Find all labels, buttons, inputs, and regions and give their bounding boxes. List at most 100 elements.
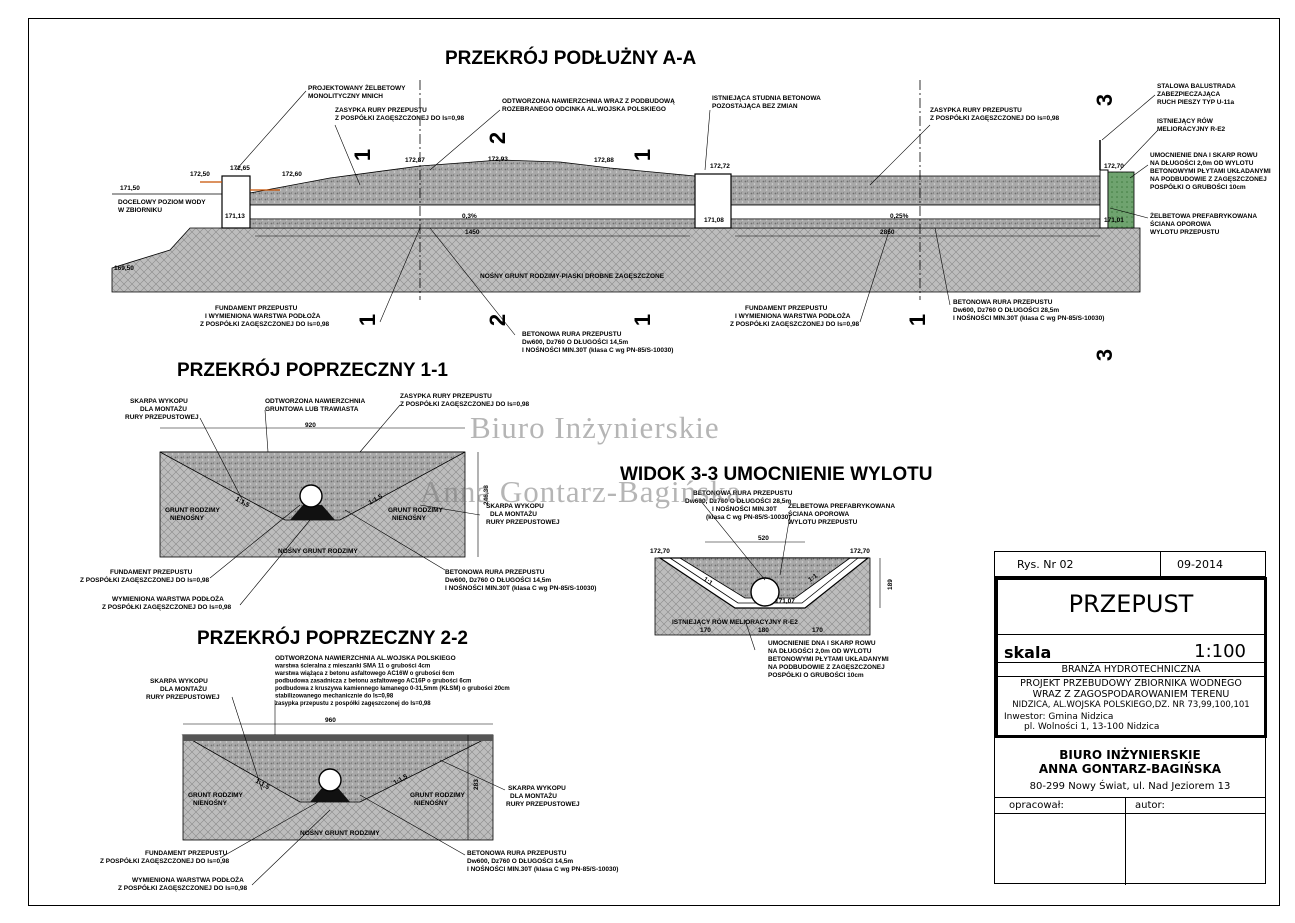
title-section-22: PRZEKRÓJ POPRZECZNY 2-2 bbox=[197, 628, 468, 649]
s22-label-surface: ODTWORZONA NAWIERZCHNIA AL.WOJSKA POLSKI… bbox=[274, 655, 510, 707]
aa-ditch-lining bbox=[1107, 171, 1135, 229]
aa-slope-1: 0,3% bbox=[462, 213, 477, 220]
aa-elev-e7: 172,72 bbox=[710, 163, 730, 170]
watermark-line-1: Biuro Inżynierskie bbox=[470, 410, 720, 445]
title-block: Rys. Nr 02 09-2014 PRZEPUST skala 1:100 … bbox=[994, 551, 1267, 885]
aa-elev-e3: 172,60 bbox=[282, 171, 302, 178]
aa-cut-1b-bottom: 1 bbox=[630, 314, 655, 326]
aa-foundation bbox=[224, 218, 1106, 229]
aa-cut-3-top: 3 bbox=[1092, 94, 1117, 106]
aa-cut-3-bottom: 3 bbox=[1092, 349, 1117, 361]
s22-pipe bbox=[318, 768, 342, 792]
aa-cut-1c-bottom: 1 bbox=[905, 314, 930, 326]
w33-elev-left: 172,70 bbox=[650, 548, 670, 555]
s22-label-bearing-soil: NOŚNY GRUNT RODZIMY bbox=[300, 828, 380, 837]
s11-foundation bbox=[290, 505, 335, 520]
tb-date: 09-2014 bbox=[1177, 558, 1223, 571]
w33-dim: 520 bbox=[758, 535, 769, 542]
aa-elev-e13: 169,50 bbox=[114, 265, 134, 272]
section-22: ODTWORZONA NAWIERZCHNIA AL.WOJSKA POLSKI… bbox=[100, 655, 618, 892]
w33-elev-right: 172,70 bbox=[850, 548, 870, 555]
aa-existing-well bbox=[694, 173, 732, 229]
aa-pipe bbox=[244, 204, 1106, 220]
title-view-33: WIDOK 3-3 UMOCNIENIE WYLOTU bbox=[620, 464, 933, 485]
s11-label-bearing-soil: NOŚNY GRUNT RODZIMY bbox=[278, 546, 358, 555]
aa-elev-e12: 171,01 bbox=[1104, 217, 1124, 224]
tb-prepared-by: opracował: bbox=[1009, 800, 1064, 811]
tb-scale-label: skala bbox=[1004, 643, 1052, 662]
aa-cut-2-bottom: 2 bbox=[485, 314, 510, 326]
aa-elev-e1: 172,50 bbox=[190, 171, 210, 178]
w33-slope-left: 1:1 bbox=[702, 576, 714, 587]
tb-main-box: PRZEPUST skala 1:100 BRANŻA HYDROTECHNIC… bbox=[995, 577, 1267, 738]
title-section-aa: PRZEKRÓJ PODŁUŻNY A-A bbox=[445, 48, 697, 69]
aa-dim-1: 1450 bbox=[465, 229, 480, 236]
aa-elev-e11: 171,08 bbox=[704, 217, 724, 224]
tb-address: 80-299 Nowy Świat, ul. Nad Jeziorem 13 bbox=[1029, 781, 1231, 792]
tb-drawing-number: Rys. Nr 02 bbox=[1017, 558, 1074, 571]
aa-slope-2: 0,25% bbox=[890, 213, 909, 220]
s22-foundation bbox=[310, 788, 350, 802]
aa-elev-e4: 172,87 bbox=[405, 157, 425, 164]
aa-dim-2: 2850 bbox=[880, 229, 895, 236]
w33-dim-1: 170 bbox=[700, 627, 711, 634]
aa-cut-1b-top: 1 bbox=[630, 149, 655, 161]
aa-backfill bbox=[249, 159, 1101, 206]
title-section-11: PRZEKRÓJ POPRZECZNY 1-1 bbox=[177, 360, 448, 381]
w33-dim-3: 170 bbox=[812, 627, 823, 634]
aa-elev-e5: 172,93 bbox=[488, 156, 508, 163]
aa-native-soil bbox=[111, 227, 1141, 293]
aa-elev-e8: 172,70 bbox=[1104, 163, 1124, 170]
aa-label-surface: ODTWORZONA NAWIERZCHNIA WRAZ Z PODBUDOWĄ… bbox=[502, 98, 675, 113]
aa-cut-1-top: 1 bbox=[350, 149, 375, 161]
tb-discipline: BRANŻA HYDROTECHNICZNA bbox=[1061, 664, 1201, 675]
s22-asphalt-layers bbox=[183, 735, 493, 741]
section-aa: 1 2 1 3 1 2 1 1 3 PROJEKTOWANY ŻELBETOWY… bbox=[111, 80, 1271, 361]
tb-drawing-name: PRZEPUST bbox=[1068, 590, 1194, 618]
aa-elev-e9: 171,50 bbox=[120, 185, 140, 192]
s11-pipe bbox=[299, 484, 323, 508]
watermark-line-2: Anna Gontarz-Bagińska bbox=[420, 474, 742, 509]
w33-elev-bottom: 171,07 bbox=[775, 598, 795, 605]
tb-project: PROJEKT PRZEBUDOWY ZBIORNIKA WODNEGO WRA… bbox=[1012, 678, 1250, 710]
aa-cut-1-bottom: 1 bbox=[355, 314, 380, 326]
s11-dim: 920 bbox=[305, 422, 316, 429]
tb-investor: Inwestor: Gmina Nidzica pl. Wolności 1, … bbox=[1004, 712, 1160, 732]
aa-label-native-soil: NOŚNY GRUNT RODZIMY-PIASKI DROBNE ZAGĘSZ… bbox=[480, 271, 665, 280]
tb-author: autor: bbox=[1135, 800, 1165, 811]
drawing-frame bbox=[28, 18, 1280, 906]
tb-office: BIURO INŻYNIERSKIE ANNA GONTARZ-BAGIŃSKA bbox=[1038, 748, 1222, 776]
aa-elev-e6: 172,88 bbox=[594, 157, 614, 164]
w33-pipe bbox=[750, 577, 780, 607]
